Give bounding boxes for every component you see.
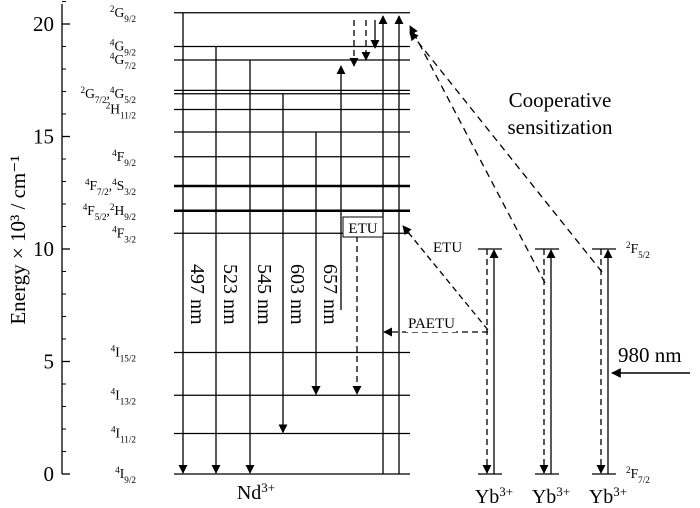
yb-ion — [535, 248, 559, 475]
yb-ion — [478, 248, 502, 475]
yb-ion-label: Yb3+ — [475, 484, 513, 508]
nd-level-label: 4F9/2 — [112, 148, 136, 168]
excitation-arrows — [336, 15, 603, 474]
yb-ions: 2F5/2 2F7/2 — [478, 240, 650, 485]
y-axis-ticks: 0 5 10 15 20 — [33, 1, 70, 486]
etu-box-label: ETU — [348, 221, 377, 237]
nd-energy-levels — [174, 12, 410, 475]
nd-level-label: 4F5/2,2H9/2 — [83, 202, 137, 222]
emission-label: 603 nm — [286, 264, 308, 325]
yb-ion-label: Yb3+ — [532, 484, 570, 508]
emission-transitions: 497 nm 523 nm 545 nm 603 nm 657 nm — [178, 12, 341, 474]
nd-level-label: 4I11/2 — [111, 425, 136, 445]
emission-label: 497 nm — [186, 264, 208, 325]
pump-980nm: 980 nm — [611, 343, 690, 378]
nd-level-label: 2G9/2 — [110, 4, 136, 24]
y-tick-label: 20 — [33, 12, 54, 36]
nd-level-label: 4G7/2 — [110, 51, 136, 71]
nd-level-label: 2G7/2,4G5/2 — [80, 85, 136, 105]
y-axis: 0 5 10 15 20 Energy × 10³ / cm⁻¹ — [6, 1, 70, 486]
nd-level-label: 4I13/2 — [111, 386, 137, 406]
y-tick-label: 5 — [44, 350, 55, 374]
cooperative-label-line1: Cooperative — [509, 88, 612, 112]
emission-label: 657 nm — [319, 264, 341, 325]
nd-level-label: 4G9/2 — [110, 38, 136, 58]
yb-level-label: 2F7/2 — [626, 465, 650, 485]
y-tick-label: 10 — [33, 237, 54, 261]
cooperative-arrow-2 — [409, 31, 603, 273]
etu-box: ETU — [342, 216, 384, 238]
nd-level-label: 4I15/2 — [111, 344, 137, 364]
yb-ion-label: Yb3+ — [589, 484, 627, 508]
y-tick-label: 15 — [33, 125, 54, 149]
paetu-label: PAETU — [408, 316, 455, 332]
nd-level-label: 4F3/2 — [112, 224, 136, 244]
etu-side-arrow — [402, 225, 489, 331]
nd-level-label: 2H11/2 — [106, 101, 137, 121]
nd-ion-label: Nd3+ — [237, 480, 275, 505]
ion-labels: Nd3+ Yb3+ Yb3+ Yb3+ — [237, 480, 627, 508]
cooperative-arrow-1 — [409, 25, 546, 284]
yb-ion — [592, 248, 616, 475]
y-tick-label: 0 — [44, 462, 55, 486]
etu-side-label: ETU — [433, 240, 462, 256]
pump-label: 980 nm — [618, 343, 682, 367]
nd-level-label: 4I9/2 — [115, 465, 136, 485]
yb-level-label: 2F5/2 — [626, 240, 650, 260]
y-axis-label: Energy × 10³ / cm⁻¹ — [6, 155, 30, 324]
cooperative-label-line2: sensitization — [508, 115, 613, 139]
emission-label: 523 nm — [219, 264, 241, 325]
emission-label: 545 nm — [253, 264, 275, 325]
nd-level-label: 4F7/2,4S3/2 — [85, 177, 136, 197]
